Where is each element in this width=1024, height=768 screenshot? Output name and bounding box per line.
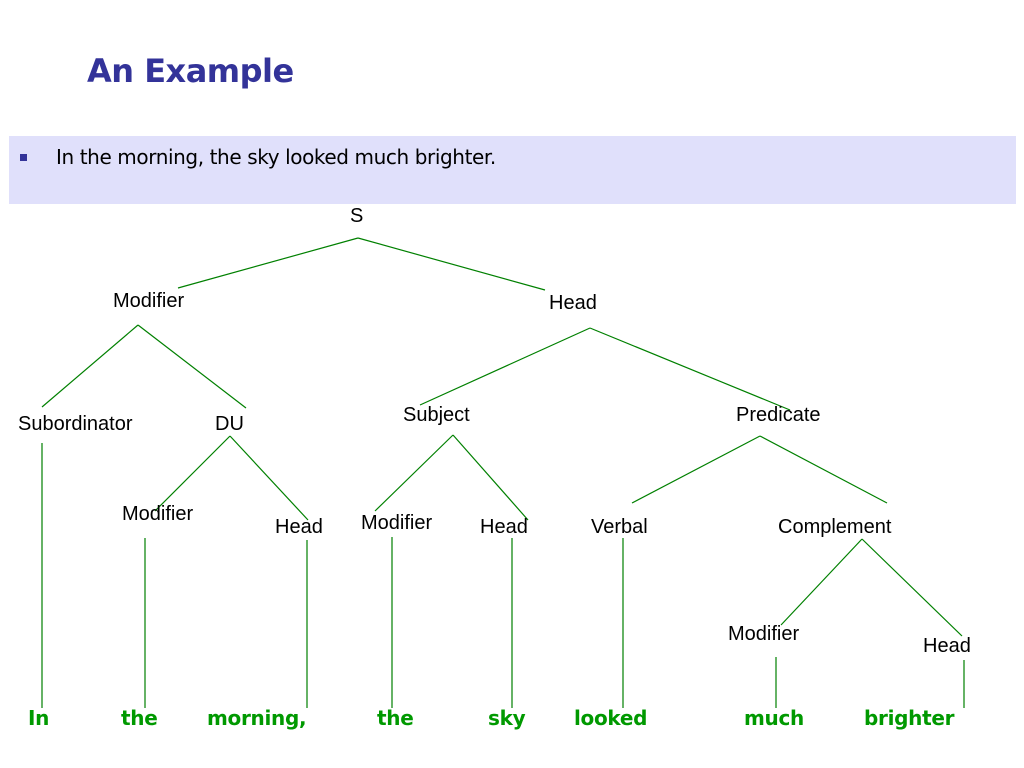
sentence-band: In the morning, the sky looked much brig…	[9, 136, 1016, 204]
node-verbal: Verbal	[591, 516, 648, 538]
node-subject-head: Head	[480, 516, 528, 538]
branch-complement-head	[861, 538, 963, 637]
word-brighter: brighter	[864, 706, 955, 730]
square-bullet-icon	[20, 154, 27, 161]
branch-modifier-subordinator	[41, 324, 139, 408]
node-du-head: Head	[275, 516, 323, 538]
branch-head-subject	[419, 327, 591, 406]
branch-s-modifier	[177, 237, 359, 289]
node-subject-modifier: Modifier	[361, 512, 433, 534]
branch-predicate-verbal	[631, 435, 761, 504]
branch-head-predicate	[589, 327, 791, 411]
node-subject: Subject	[403, 404, 470, 426]
word-the-1: the	[121, 706, 158, 730]
word-sky: sky	[488, 706, 526, 730]
branch-du-modifier	[154, 435, 231, 512]
node-s: S	[350, 205, 364, 227]
branch-subject-modifier	[374, 434, 454, 512]
node-du-modifier: Modifier	[122, 503, 194, 525]
node-head: Head	[549, 292, 597, 314]
branch-subject-head	[452, 434, 529, 521]
branch-s-head	[357, 237, 546, 291]
word-the-2: the	[377, 706, 414, 730]
node-predicate: Predicate	[736, 404, 821, 426]
branch-predicate-complement	[759, 435, 888, 504]
node-subordinator: Subordinator	[18, 413, 133, 435]
example-sentence: In the morning, the sky looked much brig…	[56, 145, 496, 169]
word-in: In	[28, 706, 50, 730]
word-much: much	[744, 706, 804, 730]
word-morning: morning,	[207, 706, 307, 730]
node-complement-modifier: Modifier	[728, 623, 800, 645]
word-looked: looked	[574, 706, 648, 730]
branch-complement-modifier	[780, 538, 863, 626]
node-modifier: Modifier	[113, 290, 185, 312]
node-du: DU	[215, 413, 244, 435]
node-complement: Complement	[778, 516, 892, 538]
node-complement-head: Head	[923, 635, 971, 657]
branch-du-head	[229, 435, 309, 521]
slide-title: An Example	[87, 52, 294, 90]
branch-modifier-du	[137, 324, 247, 409]
